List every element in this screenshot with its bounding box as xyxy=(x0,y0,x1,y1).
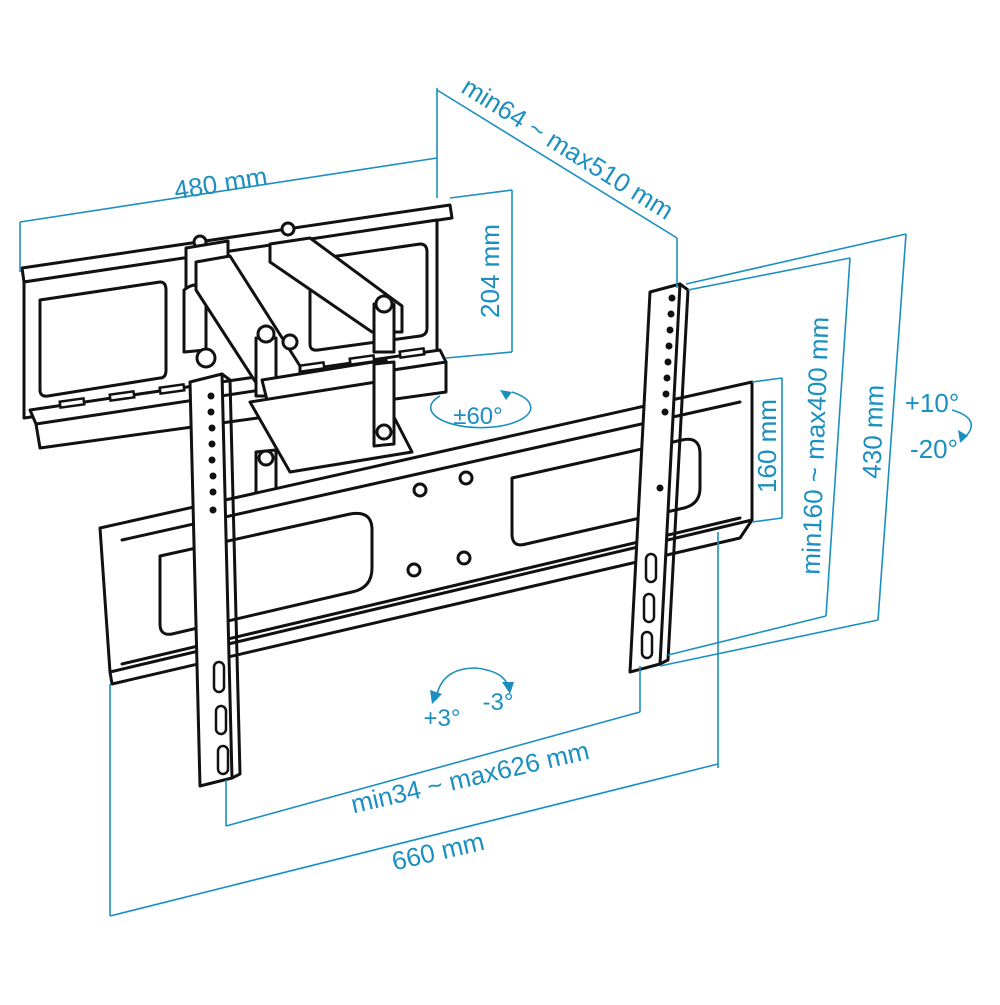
vesa-horizontal-label: min34 ~ max626 mm xyxy=(348,735,592,819)
vesa-vertical-label: min160 ~ max400 mm xyxy=(796,316,835,575)
arm-height-label: 160 mm xyxy=(752,399,782,493)
rotate-arrow-icon xyxy=(435,667,509,701)
right-vesa-bar xyxy=(628,282,690,674)
wall-plate-width-label: 480 mm xyxy=(172,161,269,205)
extension-label: min64 ~ max510 mm xyxy=(457,71,679,225)
left-bar-holes xyxy=(207,392,217,514)
wall-plate-height-label: 204 mm xyxy=(475,224,505,318)
wall-plate-slots xyxy=(58,346,426,410)
total-height-label: 430 mm xyxy=(856,384,889,479)
left-vesa-bar xyxy=(188,372,242,788)
articulating-arms xyxy=(182,236,414,496)
dimension-lines xyxy=(19,88,907,917)
tilt-down-label: -20° xyxy=(910,434,958,464)
rotate-minus-label: -3° xyxy=(483,689,514,716)
rotate-plus-label: +3° xyxy=(424,705,461,732)
rotation-indicators xyxy=(429,390,972,704)
tilt-up-label: +10° xyxy=(905,388,960,418)
swivel-arrow-icon xyxy=(429,391,532,429)
swivel-label: ±60° xyxy=(453,403,502,430)
right-bar-holes xyxy=(656,294,676,492)
